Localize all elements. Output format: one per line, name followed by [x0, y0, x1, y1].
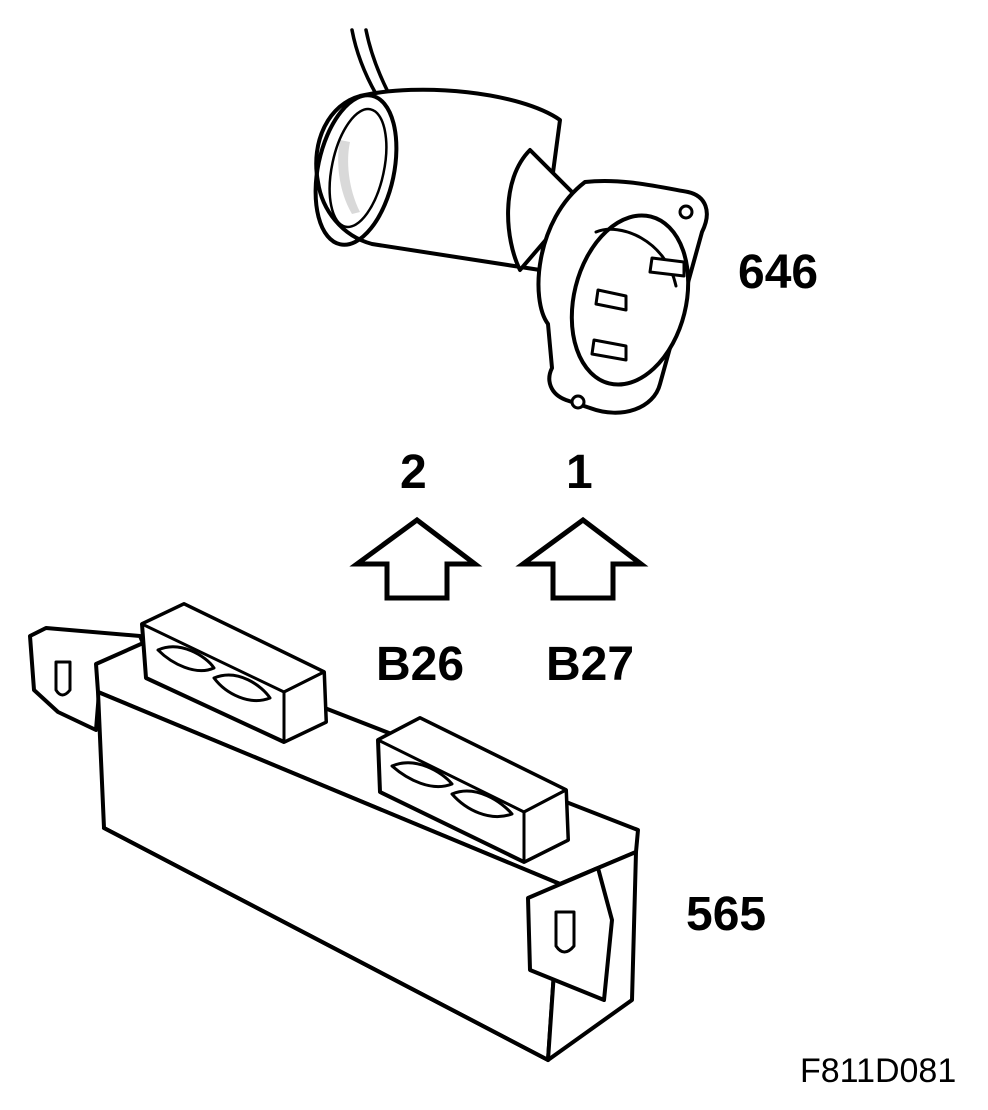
- motor-collar: [506, 148, 582, 272]
- motor-body-shade: [338, 140, 360, 214]
- connector-b26-pin: [156, 645, 216, 673]
- connector-b27-label: B27: [546, 638, 634, 691]
- arrow-pin-2: [349, 516, 483, 601]
- module-565: [28, 602, 640, 1062]
- flange-hole: [678, 204, 694, 220]
- pin-1-label: 1: [566, 446, 593, 499]
- connector-b27-pin: [390, 761, 454, 789]
- connector-b27-front: [522, 788, 570, 864]
- motor-terminal: [648, 256, 686, 278]
- motor-lead-wire: [350, 28, 378, 96]
- motor-terminal: [590, 338, 628, 362]
- module-tab-slot: [54, 660, 72, 697]
- connector-b26-front: [282, 670, 328, 744]
- motor-body: [314, 87, 562, 272]
- arrow-pin-1: [515, 516, 649, 601]
- motor-number-label: 646: [738, 246, 818, 299]
- motor-terminal: [594, 288, 628, 312]
- connector-b27-pin: [450, 789, 514, 819]
- module-number-label: 565: [686, 888, 766, 941]
- figure-reference: F811D081: [800, 1052, 956, 1090]
- module-tab-slot: [554, 910, 576, 954]
- motor-646: [313, 28, 709, 415]
- motor-end-cap-inner: [328, 107, 388, 229]
- pin-2-label: 2: [400, 446, 427, 499]
- flange-hole: [570, 394, 586, 410]
- motor-end-cap: [313, 93, 399, 247]
- pin-arrows: [349, 516, 649, 601]
- module-bottom-edge: [102, 826, 550, 1062]
- connector-b26-pin: [212, 673, 272, 703]
- connector-b26-label: B26: [376, 638, 464, 691]
- motor-lead-wire: [364, 28, 390, 94]
